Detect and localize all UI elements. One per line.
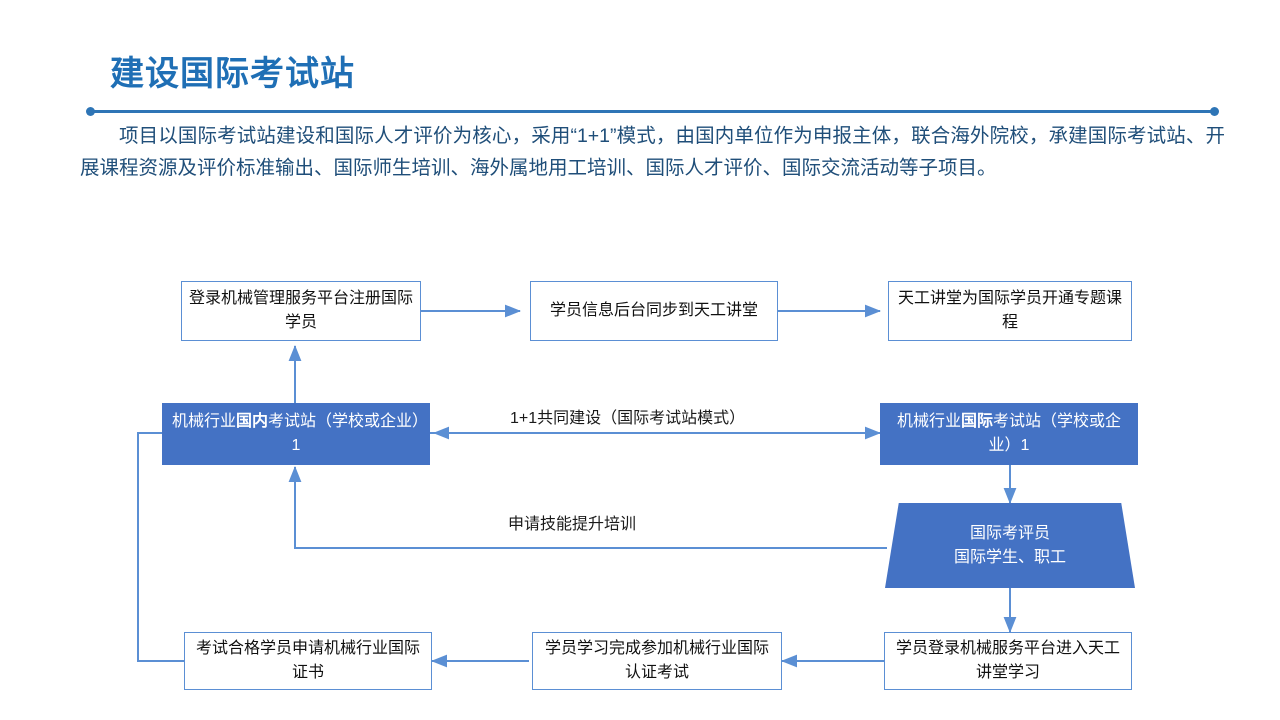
flow-node-intl-site-label: 机械行业国际考试站（学校或企业）1 (896, 413, 1122, 454)
title-divider (90, 110, 1218, 113)
flow-node-open-course-label: 天工讲堂为国际学员开通专题课程 (897, 290, 1122, 331)
flow-node-open-course[interactable]: 天工讲堂为国际学员开通专题课程 (888, 281, 1132, 341)
page-title: 建设国际考试站 (110, 55, 355, 93)
divider-dot-right (1210, 107, 1219, 116)
flow-node-sync[interactable]: 学员信息后台同步到天工讲堂 (530, 281, 778, 341)
flow-node-study-label: 学员登录机械服务平台进入天工讲堂学习 (895, 640, 1120, 681)
edge-label-training: 申请技能提升培训 (508, 516, 637, 533)
flow-node-exam-label: 学员学习完成参加机械行业国际认证考试 (544, 640, 769, 681)
examiner-line2: 国际学生、职工 (953, 548, 1066, 566)
examiner-line1: 国际考评员 (969, 524, 1050, 542)
flow-node-examiner[interactable]: 国际考评员 国际学生、职工 (885, 503, 1135, 588)
edge-label-cobuild: 1+1共同建设（国际考试站模式） (510, 410, 746, 427)
intro-paragraph: 项目以国际考试站建设和国际人才评价为核心，采用“1+1”模式，由国内单位作为申报… (80, 125, 1225, 179)
flow-node-exam[interactable]: 学员学习完成参加机械行业国际认证考试 (532, 632, 782, 690)
flow-node-domestic-site[interactable]: 机械行业国内考试站（学校或企业）1 (162, 403, 430, 465)
flow-node-study[interactable]: 学员登录机械服务平台进入天工讲堂学习 (884, 632, 1132, 690)
flow-node-register[interactable]: 登录机械管理服务平台注册国际学员 (181, 281, 421, 341)
flow-node-certificate-label: 考试合格学员申请机械行业国际证书 (195, 640, 420, 681)
flow-node-certificate[interactable]: 考试合格学员申请机械行业国际证书 (184, 632, 432, 690)
flow-node-sync-label: 学员信息后台同步到天工讲堂 (549, 302, 758, 319)
flow-node-register-label: 登录机械管理服务平台注册国际学员 (188, 290, 413, 331)
flow-node-intl-site[interactable]: 机械行业国际考试站（学校或企业）1 (880, 403, 1138, 465)
divider-dot-left (86, 107, 95, 116)
flow-node-examiner-label: 国际考评员 国际学生、职工 (954, 522, 1066, 570)
flow-node-domestic-site-label: 机械行业国内考试站（学校或企业）1 (171, 413, 421, 454)
